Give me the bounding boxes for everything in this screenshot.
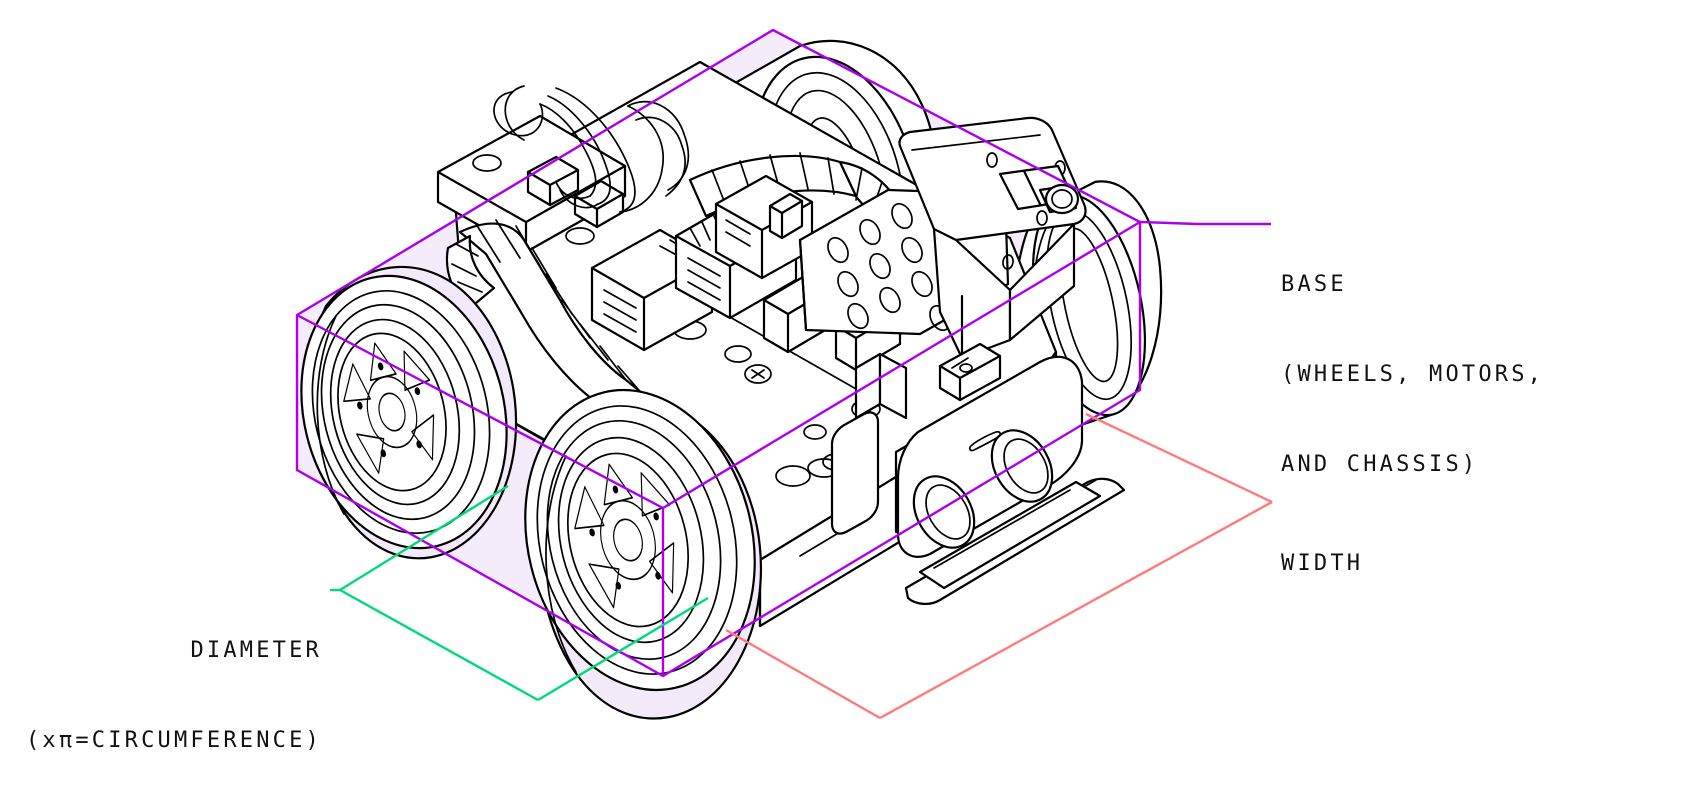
width-leader-line <box>725 412 1273 720</box>
connector-blocks <box>590 174 814 352</box>
diameter-label-line-1: DIAMETER <box>190 638 322 663</box>
motor-sleeve-left <box>458 219 650 422</box>
diameter-label-line-2: (xπ=CIRCUMFERENCE) <box>25 728 322 753</box>
camera-module <box>898 116 1087 360</box>
base-label-line-1: BASE <box>1281 272 1347 297</box>
width-label-line-1: WIDTH <box>1281 551 1364 576</box>
annotation-label-base: BASE (WHEELS, MOTORS, AND CHASSIS) <box>1281 210 1544 510</box>
grille-holes <box>827 202 951 332</box>
base-label-line-2: (WHEELS, MOTORS, <box>1281 362 1545 387</box>
base-bounding-box <box>295 28 1142 678</box>
base-leader-line <box>1139 220 1271 226</box>
robot-car-body <box>300 39 1163 720</box>
annotation-label-diameter: DIAMETER (xπ=CIRCUMFERENCE) <box>0 576 322 786</box>
base-label-line-3: AND CHASSIS) <box>1281 452 1479 477</box>
annotation-label-width: WIDTH <box>1281 489 1363 609</box>
diameter-leader-line <box>330 484 709 702</box>
front-bumper-rail <box>904 477 1126 605</box>
wheel-front-left <box>524 388 762 720</box>
wheel-mid-left <box>300 265 518 560</box>
wire-harness <box>493 85 690 213</box>
screw-head <box>744 364 772 384</box>
small-module <box>938 342 1002 402</box>
